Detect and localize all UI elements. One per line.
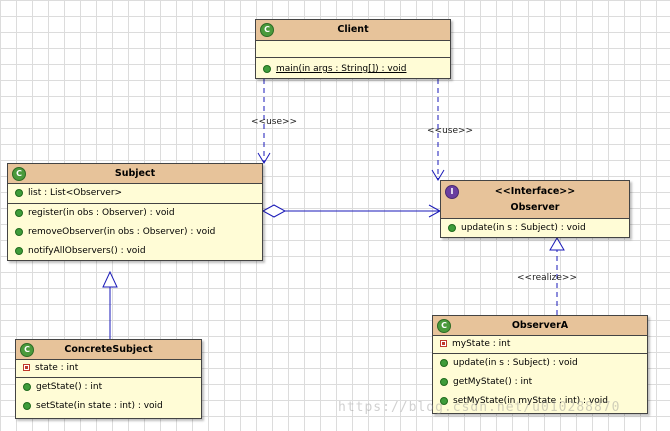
- use-label-client-observer: <<use>>: [427, 126, 474, 136]
- public-method-icon: [15, 246, 23, 255]
- attribute-signature: list : List<Observer>: [28, 188, 123, 198]
- public-method-icon: [440, 396, 448, 405]
- method-signature: setState(in state : int) : void: [36, 401, 163, 411]
- class-concrete-subject[interactable]: C ConcreteSubject state : int getState()…: [15, 339, 202, 419]
- method-signature: register(in obs : Observer) : void: [28, 208, 175, 218]
- client-subject-arrowhead: [257, 152, 271, 164]
- class-client[interactable]: C Client main(in args : String[]) : void: [255, 19, 451, 79]
- method-row: getMyState() : int: [433, 373, 647, 392]
- class-client-header: C Client: [256, 20, 450, 41]
- method-signature: update(in s : Subject) : void: [453, 358, 578, 368]
- watermark: https://blog.csdn.net/u010288870: [338, 400, 621, 415]
- interface-observer-header: I <<Interface>> Observer: [441, 181, 629, 219]
- class-icon: C: [12, 167, 26, 181]
- attribute-signature: myState : int: [452, 339, 511, 349]
- method-signature: update(in s : Subject) : void: [461, 223, 586, 233]
- class-client-attributes: [256, 41, 450, 58]
- class-concrete-subject-header: C ConcreteSubject: [16, 340, 201, 360]
- method-row: setState(in state : int) : void: [16, 397, 201, 416]
- method-row: getState() : int: [16, 378, 201, 397]
- class-name: ConcreteSubject: [64, 344, 153, 355]
- class-subject-attributes: list : List<Observer>: [8, 184, 262, 204]
- class-concrete-subject-attributes: state : int: [16, 360, 201, 378]
- attribute-row: myState : int: [433, 336, 647, 353]
- method-signature: getMyState() : int: [453, 377, 533, 387]
- public-method-icon: [15, 227, 23, 236]
- public-method-icon: [23, 382, 31, 391]
- generalization-triangle: [102, 270, 118, 288]
- public-method-icon: [15, 208, 23, 217]
- attribute-row: list : List<Observer>: [8, 184, 262, 203]
- class-icon: C: [437, 319, 451, 333]
- class-icon: C: [260, 23, 274, 37]
- class-concrete-subject-methods: getState() : int setState(in state : int…: [16, 378, 201, 416]
- public-method-icon: [440, 358, 448, 367]
- use-label-client-subject: <<use>>: [251, 117, 298, 127]
- class-icon: C: [20, 343, 34, 357]
- aggregation-diamond: [261, 204, 287, 218]
- method-row: register(in obs : Observer) : void: [8, 204, 262, 223]
- public-method-icon: [448, 223, 456, 232]
- class-name: ObserverA: [511, 320, 569, 331]
- class-subject-header: C Subject: [8, 164, 262, 184]
- class-subject-methods: register(in obs : Observer) : void remov…: [8, 204, 262, 261]
- class-subject[interactable]: C Subject list : List<Observer> register…: [7, 163, 263, 261]
- public-method-icon: [23, 401, 31, 410]
- class-observer-a-header: C ObserverA: [433, 316, 647, 336]
- interface-observer[interactable]: I <<Interface>> Observer update(in s : S…: [440, 180, 630, 238]
- method-signature: notifyAllObservers() : void: [28, 246, 146, 256]
- public-field-icon: [15, 188, 23, 197]
- method-row: update(in s : Subject) : void: [441, 219, 629, 238]
- attribute-signature: state : int: [35, 363, 79, 373]
- interface-name: Observer: [510, 202, 560, 213]
- method-row: notifyAllObservers() : void: [8, 242, 262, 261]
- interface-stereotype: <<Interface>>: [494, 186, 576, 197]
- public-method-icon: [440, 377, 448, 386]
- class-name: Subject: [114, 168, 156, 179]
- method-row: main(in args : String[]) : void: [256, 60, 450, 79]
- interface-observer-methods: update(in s : Subject) : void: [441, 219, 629, 238]
- method-signature: getState() : int: [36, 382, 103, 392]
- method-row: update(in s : Subject) : void: [433, 354, 647, 373]
- realize-label: <<realize>>: [517, 273, 577, 283]
- private-field-icon: [23, 364, 30, 371]
- class-name: Client: [337, 24, 369, 35]
- public-method-icon: [263, 64, 271, 73]
- private-field-icon: [440, 340, 447, 347]
- interface-icon: I: [445, 185, 459, 199]
- class-observer-a[interactable]: C ObserverA myState : int update(in s : …: [432, 315, 648, 414]
- class-observer-a-attributes: myState : int: [433, 336, 647, 354]
- method-signature: main(in args : String[]) : void: [276, 64, 407, 74]
- class-client-methods: main(in args : String[]) : void: [256, 58, 450, 81]
- realization-triangle: [549, 237, 565, 251]
- attribute-row: state : int: [16, 360, 201, 377]
- method-signature: setMyState(in myState : int) : void: [453, 396, 608, 406]
- client-observer-arrowhead: [431, 169, 445, 181]
- method-row: setMyState(in myState : int) : void: [433, 392, 647, 411]
- method-row: removeObserver(in obs : Observer) : void: [8, 223, 262, 242]
- method-signature: removeObserver(in obs : Observer) : void: [28, 227, 216, 237]
- class-observer-a-methods: update(in s : Subject) : void getMyState…: [433, 354, 647, 411]
